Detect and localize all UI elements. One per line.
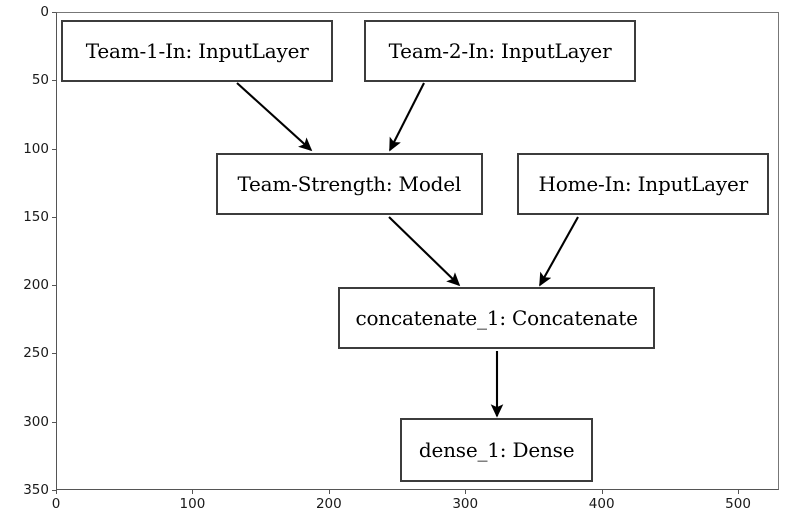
graph-node-label: dense_1: Dense — [418, 437, 575, 462]
x-tick-label: 0 — [51, 496, 61, 512]
x-tick-label: 200 — [315, 496, 342, 512]
y-tick-label: 100 — [23, 140, 49, 157]
x-tick-label: 400 — [588, 496, 615, 512]
graph-node-dense-1[interactable]: dense_1: Dense — [399, 417, 594, 482]
x-tick-mark — [56, 490, 57, 494]
y-tick-mark — [52, 216, 56, 218]
y-tick-mark — [52, 421, 56, 423]
y-tick-mark — [52, 12, 56, 13]
y-tick-label: 150 — [23, 208, 49, 225]
y-tick-label: 250 — [23, 345, 49, 362]
y-tick-mark — [52, 353, 56, 355]
x-tick-label: 500 — [725, 496, 751, 512]
x-tick-mark — [738, 490, 740, 494]
y-tick-label: 300 — [23, 413, 49, 430]
x-tick-label: 300 — [452, 496, 479, 512]
graph-node-label: concatenate_1: Concatenate — [355, 305, 638, 330]
graph-node-team-strength[interactable]: Team-Strength: Model — [215, 152, 483, 216]
graph-node-team-2-in[interactable]: Team-2-In: InputLayer — [364, 20, 636, 82]
x-tick-label: 100 — [179, 496, 206, 512]
graph-node-concatenate-1[interactable]: concatenate_1: Concatenate — [338, 286, 655, 350]
y-tick-label: 0 — [40, 4, 49, 20]
x-tick-mark — [328, 490, 330, 494]
y-tick-mark — [52, 148, 56, 150]
x-tick-mark — [465, 490, 467, 494]
graph-node-team-1-in[interactable]: Team-1-In: InputLayer — [61, 20, 333, 82]
y-tick-mark — [52, 285, 56, 287]
graph-node-home-in[interactable]: Home-In: InputLayer — [517, 152, 770, 216]
y-tick-label: 50 — [31, 72, 49, 89]
x-tick-mark — [601, 490, 603, 494]
graph-node-label: Home-In: InputLayer — [538, 172, 749, 197]
y-tick-mark — [52, 80, 56, 82]
graph-node-label: Team-Strength: Model — [237, 172, 462, 197]
y-tick-label: 200 — [23, 277, 49, 294]
graph-node-label: Team-2-In: InputLayer — [388, 38, 612, 63]
graph-node-label: Team-1-In: InputLayer — [85, 38, 309, 63]
x-tick-mark — [192, 490, 194, 494]
y-tick-mark — [52, 490, 56, 491]
y-tick-label: 350 — [23, 482, 49, 498]
